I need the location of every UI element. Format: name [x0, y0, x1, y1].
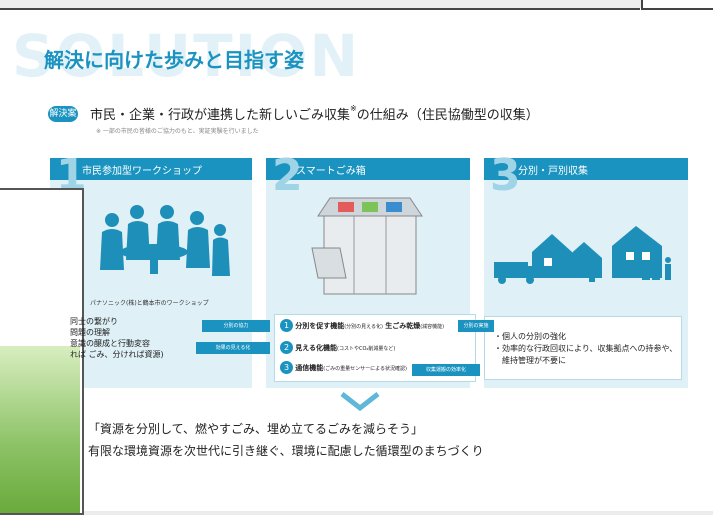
result-item-3: 維持管理が不要に — [494, 356, 566, 365]
left-list-item-3: 意識の醸成と行動変容 — [70, 339, 150, 348]
column-3-number: 3 — [490, 150, 521, 201]
top-right-frame — [641, 0, 713, 10]
heading-tail: の仕組み（住民協働型の収集） — [356, 108, 539, 123]
chevron-down-icon — [340, 392, 380, 412]
conclusion-goal: 有限な環境資源を次世代に引き継ぐ、環境に配慮した循環型のまちづくり — [88, 444, 484, 458]
section-heading: 市民・企業・行政が連携した新しいごみ収集※の仕組み（住民協働型の収集） — [90, 104, 539, 123]
workshop-people-icon — [100, 205, 230, 276]
green-city-illustration — [0, 346, 80, 513]
column-2-label: スマートごみ箱 — [296, 166, 366, 177]
feature-2-text: 見える化機能 — [295, 344, 338, 352]
column-3-label: 分別・戸別収集 — [518, 166, 588, 177]
feature-1: 1 分別を促す機能(分別の見える化) 生ごみ乾燥(減容機能) — [280, 319, 444, 332]
feature-3-number: 3 — [280, 361, 293, 374]
page-title: 解決に向けた歩みと目指す姿 — [44, 48, 304, 72]
footnote: ※ 一部の市民の皆様のご協力のもと、実証実験を行いました — [96, 128, 259, 135]
arrow-efficiency: 収集運搬の効率化 — [412, 364, 480, 376]
heading-sup: ※ — [350, 104, 357, 113]
conclusion-slogan: 「資源を分別して、燃やすごみ、埋め立てるごみを減らそう」 — [88, 422, 424, 436]
column-3-header — [484, 158, 688, 180]
left-list-item-4: れば ごみ、分ければ資源) — [70, 350, 164, 359]
arrow-sorting: 分別の実施 — [458, 320, 494, 332]
column-2-header — [266, 158, 470, 180]
result-item-1: ・個人の分別の強化 — [494, 332, 566, 341]
column-2-number: 2 — [272, 150, 303, 201]
heading-main: 市民・企業・行政が連携した新しいごみ収集 — [90, 108, 351, 123]
houses-and-truck-icon — [494, 226, 671, 284]
column-1-header — [50, 158, 252, 180]
feature-3-sub: (ごみの重量センサーによる状況確認) — [323, 366, 407, 372]
left-list-item-1: 同士の繋がり — [70, 317, 118, 326]
feature-2-sub: (コストやCO₂削減量など) — [337, 346, 396, 352]
feature-1-text: 分別を促す機能 — [295, 322, 345, 330]
feature-2-number: 2 — [280, 341, 293, 354]
smart-trash-bin-icon — [311, 197, 423, 295]
slide-page: SOLUTION 解決に向けた歩みと目指す姿 解決案 市民・企業・行政が連携した… — [0, 8, 713, 511]
column-1-label: 市民参加型ワークショップ — [82, 166, 202, 177]
feature-1-number: 1 — [280, 319, 293, 332]
left-list-text: 同士の繋がり 問題の理解 意識の醸成と行動変容 れば ごみ、分ければ資源) — [70, 316, 164, 360]
result-list: ・個人の分別の強化 ・効率的な行政回収により、収集拠点への持参や、 維持管理が不… — [494, 331, 677, 367]
feature-3-text: 通信機能 — [295, 364, 324, 372]
overlapping-slide-card — [0, 188, 84, 515]
watermark-text: SOLUTION — [12, 22, 361, 90]
feature-3: 3 通信機能(ごみの重量センサーによる状況確認) — [280, 361, 407, 374]
top-border — [0, 8, 640, 10]
column-3-result-panel — [484, 316, 682, 380]
arrow-cooperation: 分別の協力 — [202, 320, 270, 332]
feature-1-sub: (分別の見える化) — [344, 324, 383, 330]
result-item-2: ・効率的な行政回収により、収集拠点への持参や、 — [494, 344, 678, 353]
feature-1-extra-sub: (減容機能) — [420, 324, 445, 330]
workshop-caption: パナソニック(株)と鶴本市のワークショップ — [90, 300, 209, 307]
left-list-item-2: 問題の理解 — [70, 328, 110, 337]
feature-2: 2 見える化機能(コストやCO₂削減量など) — [280, 341, 395, 354]
feature-1-extra: 生ごみ乾燥 — [385, 322, 421, 330]
solution-badge: 解決案 — [48, 106, 78, 122]
arrow-visualization: 効果の見える化 — [196, 342, 270, 354]
